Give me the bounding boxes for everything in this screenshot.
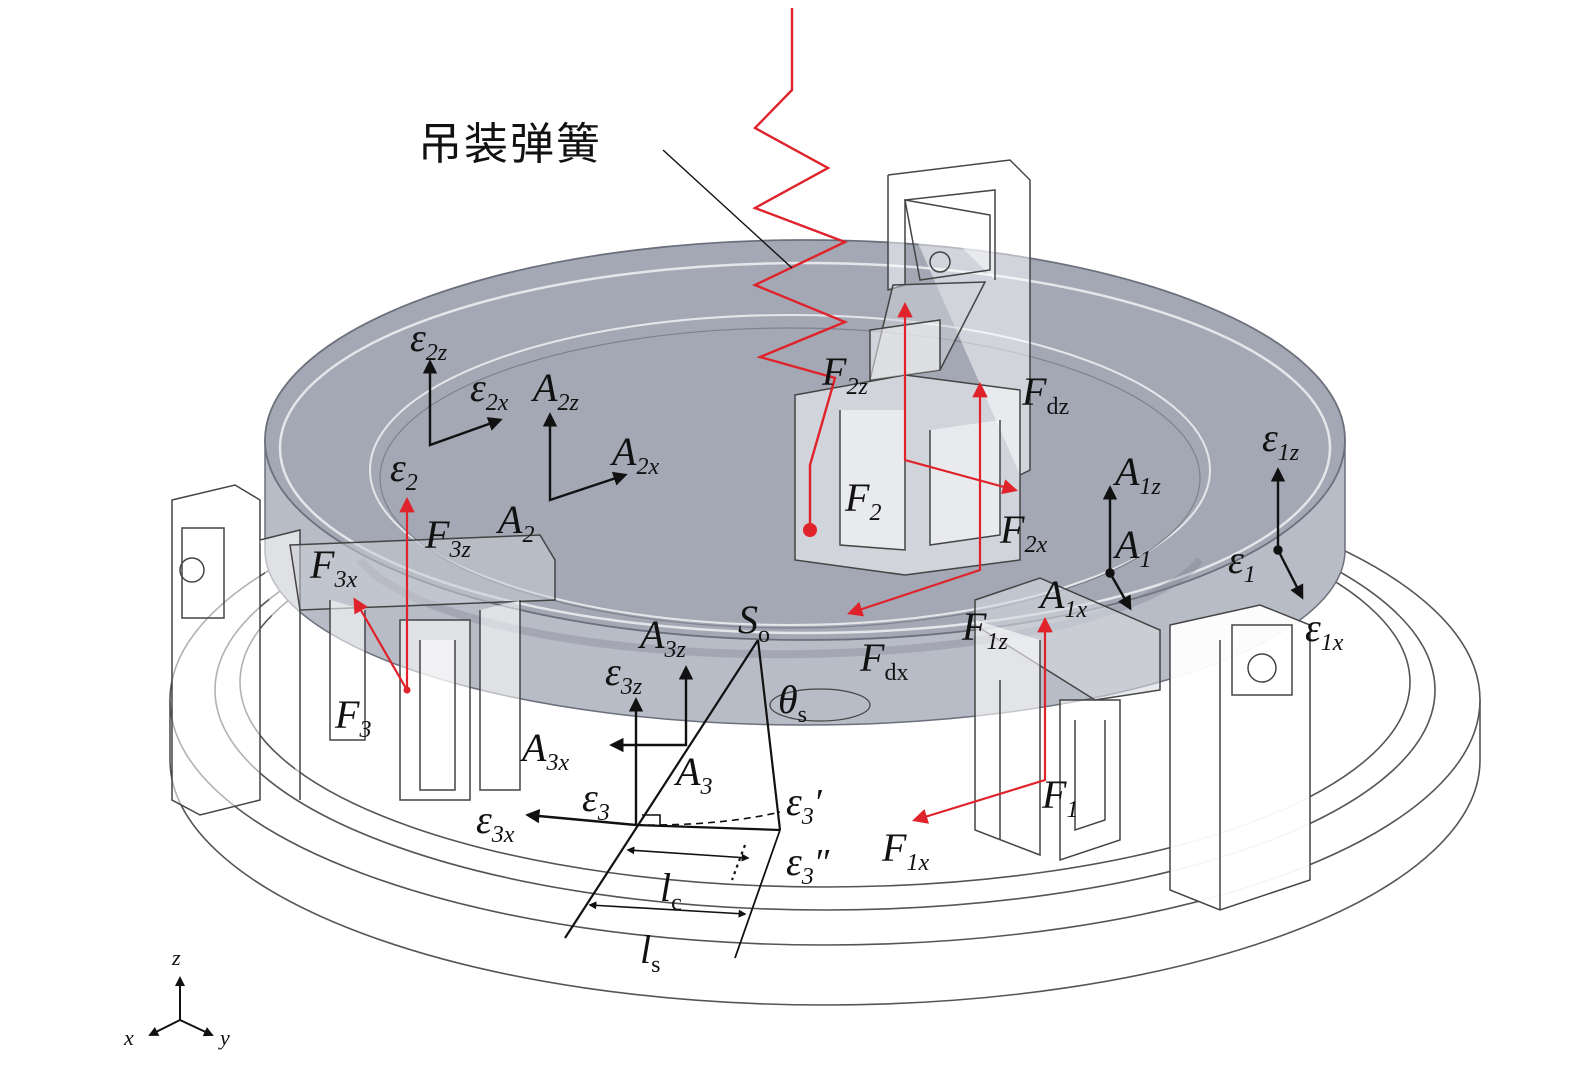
- axis-label-x: x: [124, 1025, 134, 1050]
- force-arrow-F1: [912, 616, 1053, 824]
- label-e3z: ε3z: [605, 649, 643, 700]
- triad-A3: [525, 665, 694, 827]
- label-e3x: ε3x: [476, 797, 515, 848]
- spring-annotation: 吊装弹簧: [418, 119, 602, 170]
- label-A3x: A3x: [522, 725, 570, 776]
- geometry-construction: [564, 639, 871, 959]
- label-A1z: A1z: [1115, 449, 1161, 500]
- triad-A2: [542, 412, 628, 502]
- label-ls: ls: [640, 927, 661, 978]
- label-A2z: A2z: [533, 365, 579, 416]
- label-F2x: F2x: [1000, 507, 1048, 558]
- triad-A1: [1102, 485, 1132, 611]
- spring-anchor-dot: [803, 523, 817, 537]
- label-e1: ε1: [1228, 537, 1256, 588]
- triad-epsilon2: [422, 359, 503, 447]
- label-F2: F2: [845, 475, 882, 526]
- hanging-spring: [752, 8, 849, 530]
- triad-epsilon1: [1270, 467, 1304, 600]
- label-thetas: θs: [778, 677, 807, 728]
- axis-label-y: y: [220, 1025, 230, 1050]
- label-A1: A1: [1115, 522, 1152, 573]
- label-F1z: F1z: [962, 604, 1008, 655]
- label-e3-prime: ε3′: [786, 779, 825, 830]
- label-F2z: F2z: [822, 349, 868, 400]
- label-A3z: A3z: [640, 612, 686, 663]
- label-e1x: ε1x: [1305, 605, 1344, 656]
- label-A2: A2: [498, 497, 535, 548]
- label-F1: F1: [1042, 772, 1079, 823]
- label-e2z: ε2z: [410, 315, 448, 366]
- label-F3: F3: [335, 692, 372, 743]
- label-F3x: F3x: [310, 542, 358, 593]
- axis-label-z: z: [172, 945, 181, 970]
- label-Fdx: Fdx: [860, 635, 909, 686]
- label-e3-double-prime: ε3″: [786, 839, 832, 890]
- label-lc: lc: [660, 865, 682, 916]
- label-A3: A3: [676, 749, 713, 800]
- spring-leader-line: [662, 149, 793, 269]
- label-e2: ε2: [390, 445, 418, 496]
- label-Fdz: Fdz: [1022, 369, 1070, 420]
- label-So: So: [738, 597, 770, 648]
- label-F3z: F3z: [425, 512, 471, 563]
- label-A2x: A2x: [612, 429, 660, 480]
- label-A1x: A1x: [1040, 572, 1088, 623]
- force-origin-F3: [403, 686, 411, 694]
- force-arrow-Fdz-Fdx: [847, 381, 988, 617]
- label-e1z: ε1z: [1262, 415, 1300, 466]
- label-F1x: F1x: [882, 825, 930, 876]
- label-e2x: ε2x: [470, 365, 509, 416]
- label-e3: ε3: [582, 775, 610, 826]
- global-axes: [148, 976, 214, 1037]
